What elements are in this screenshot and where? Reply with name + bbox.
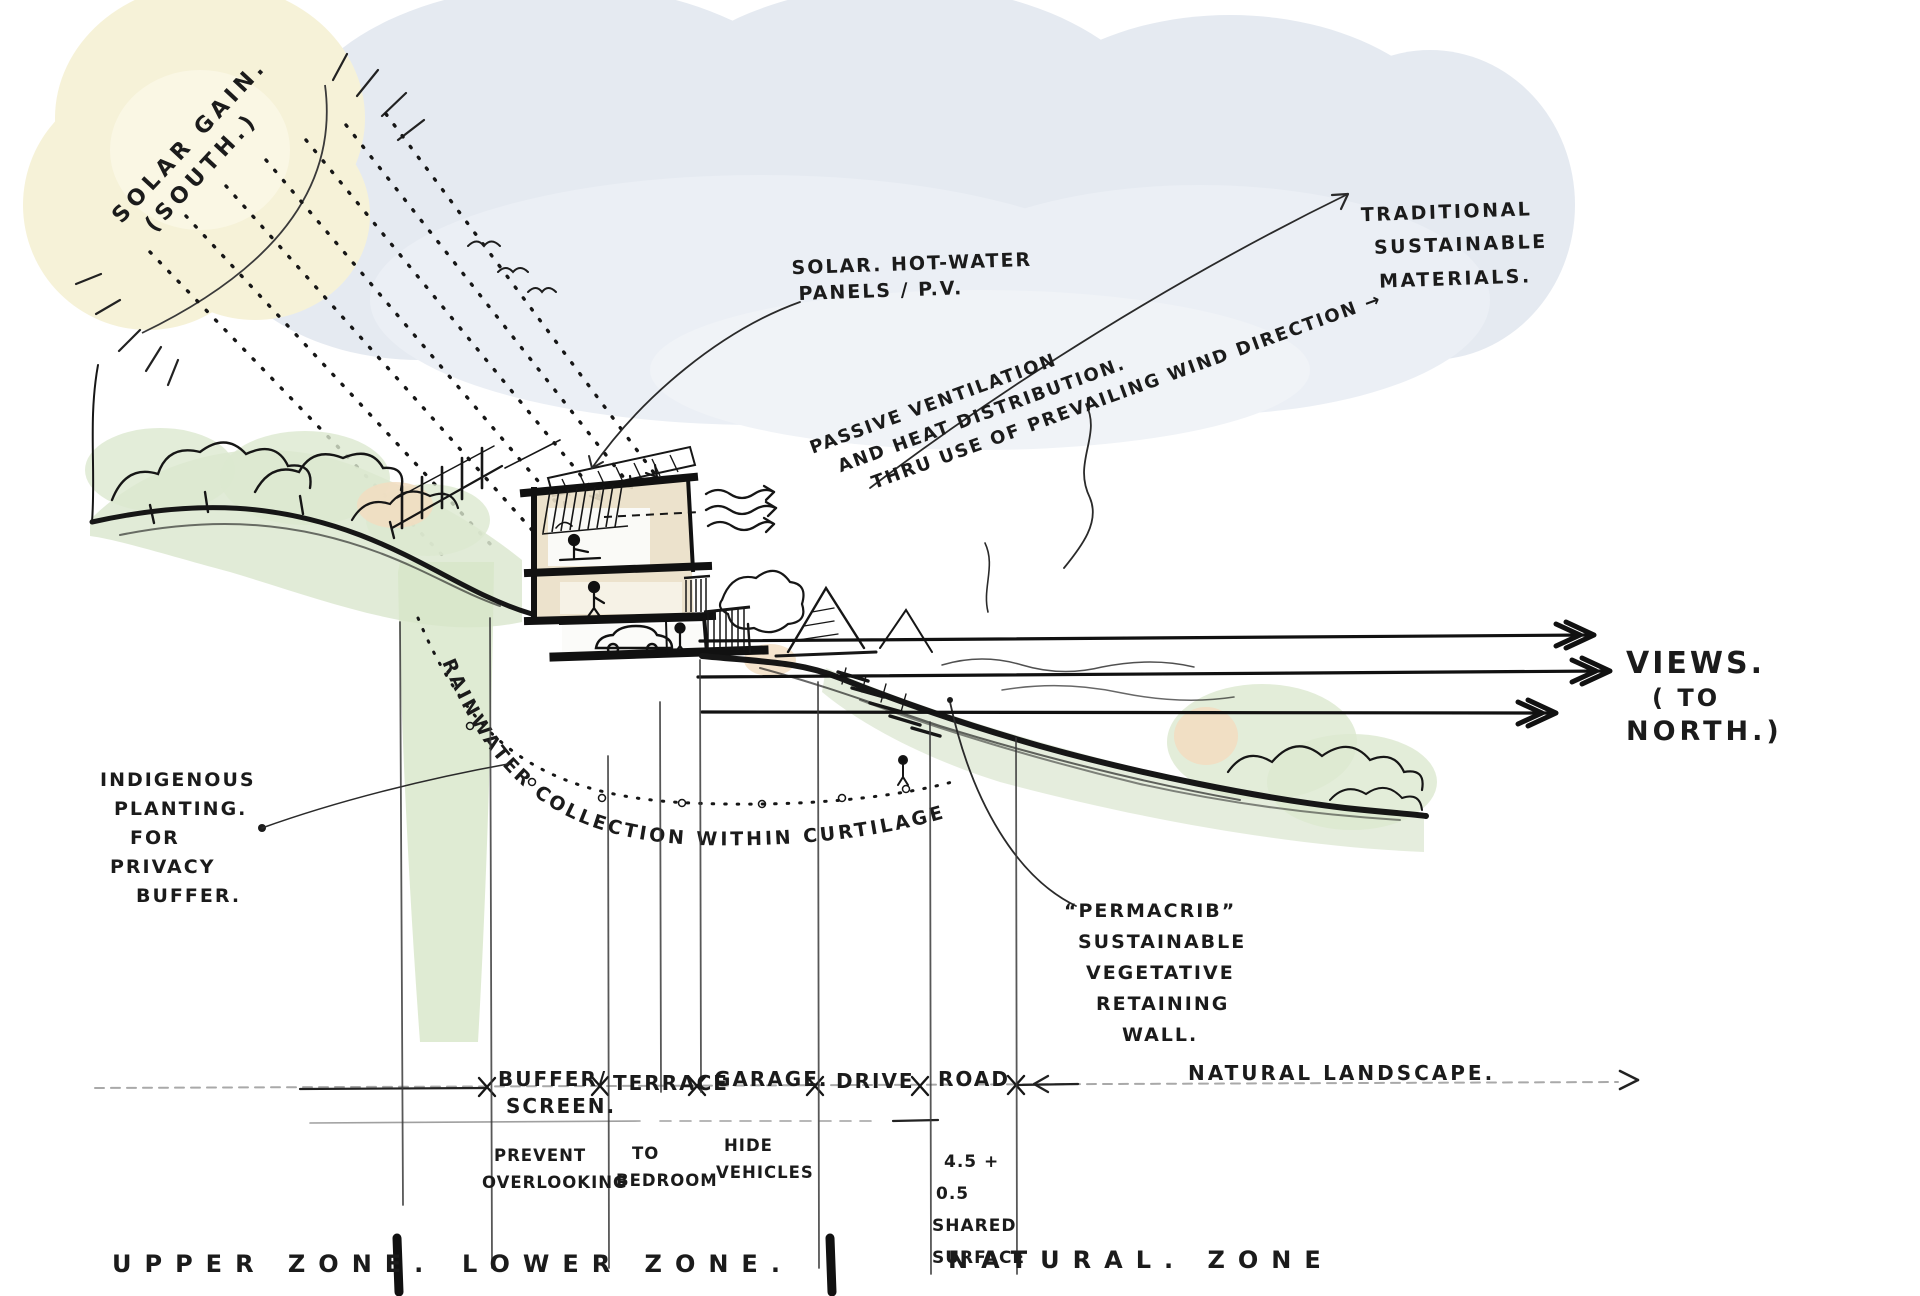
views-arrows <box>696 619 1613 729</box>
zone-label-lower: LOWER ZONE. <box>462 1250 793 1278</box>
vegetation-wash <box>85 428 1437 1042</box>
note-road: 4.5 + 0.5 SHARED SURFACE <box>932 1152 1026 1268</box>
permacrib-label: “PERMACRIB” SUSTAINABLE VEGETATIVE RETAI… <box>1064 900 1247 1046</box>
car-sketch <box>594 624 674 656</box>
dimension-line <box>94 617 1640 1275</box>
solar-panels-label: SOLAR. HOT-WATER PANELS / P.V. <box>791 248 1033 305</box>
sun-edge-ticks <box>74 272 180 387</box>
views-label: VIEWS. ( TO NORTH.) <box>1626 646 1783 748</box>
note-terrace: TO BEDROOM <box>616 1144 718 1190</box>
house-section <box>519 472 778 662</box>
rainwater-label: RAINWATER COLLECTION WITHIN CURTILAGE <box>437 655 945 850</box>
svg-text:RAINWATER COLLECTION WITHIN: RAINWATER COLLECTION WITHIN CURTILAGE <box>437 655 948 850</box>
rainwater-arc <box>416 616 954 809</box>
indigenous-planting-label: INDIGENOUS PLANTING. FOR PRIVACY BUFFER. <box>100 769 256 907</box>
bird-marks <box>467 240 557 294</box>
sun-rays <box>148 112 659 562</box>
traditional-materials-label: TRADITIONAL SUSTAINABLE MATERIALS. <box>1360 198 1549 293</box>
note-garage: HIDE VEHICLES <box>716 1136 814 1182</box>
occupant-figures <box>555 521 687 655</box>
solar-panel-hatch <box>541 484 629 535</box>
leader-lines <box>258 192 1350 907</box>
dim-label-terrace: TERRACE <box>613 1071 729 1095</box>
buffer-strip <box>398 562 494 1042</box>
column-lines <box>399 617 1018 1275</box>
left-terrain <box>89 364 535 617</box>
slope-figure <box>897 755 909 786</box>
fence-structure <box>390 439 561 530</box>
dim-label-garage: GARAGE. <box>714 1067 829 1091</box>
dim-label-drive: DRIVE <box>836 1069 915 1093</box>
sky-wash <box>215 0 1575 450</box>
zone-label-natural: NATURAL. ZONE <box>948 1246 1334 1274</box>
balcony-railing <box>683 574 751 650</box>
vent-wave-arrows <box>704 484 778 534</box>
dim-label-natural-landscape: NATURAL LANDSCAPE. <box>1188 1061 1496 1085</box>
dim-label-buffer: BUFFER/ SCREEN. <box>498 1067 617 1118</box>
zone-dividers <box>392 1233 837 1296</box>
slope-shed <box>774 585 933 658</box>
note-buffer: PREVENT OVERLOOKING <box>482 1146 628 1192</box>
sun-top-rays <box>331 52 426 142</box>
dim-label-road: ROAD <box>938 1067 1010 1091</box>
zone-label-upper: UPPER ZONE. <box>112 1250 437 1278</box>
sun-shape <box>23 0 426 387</box>
